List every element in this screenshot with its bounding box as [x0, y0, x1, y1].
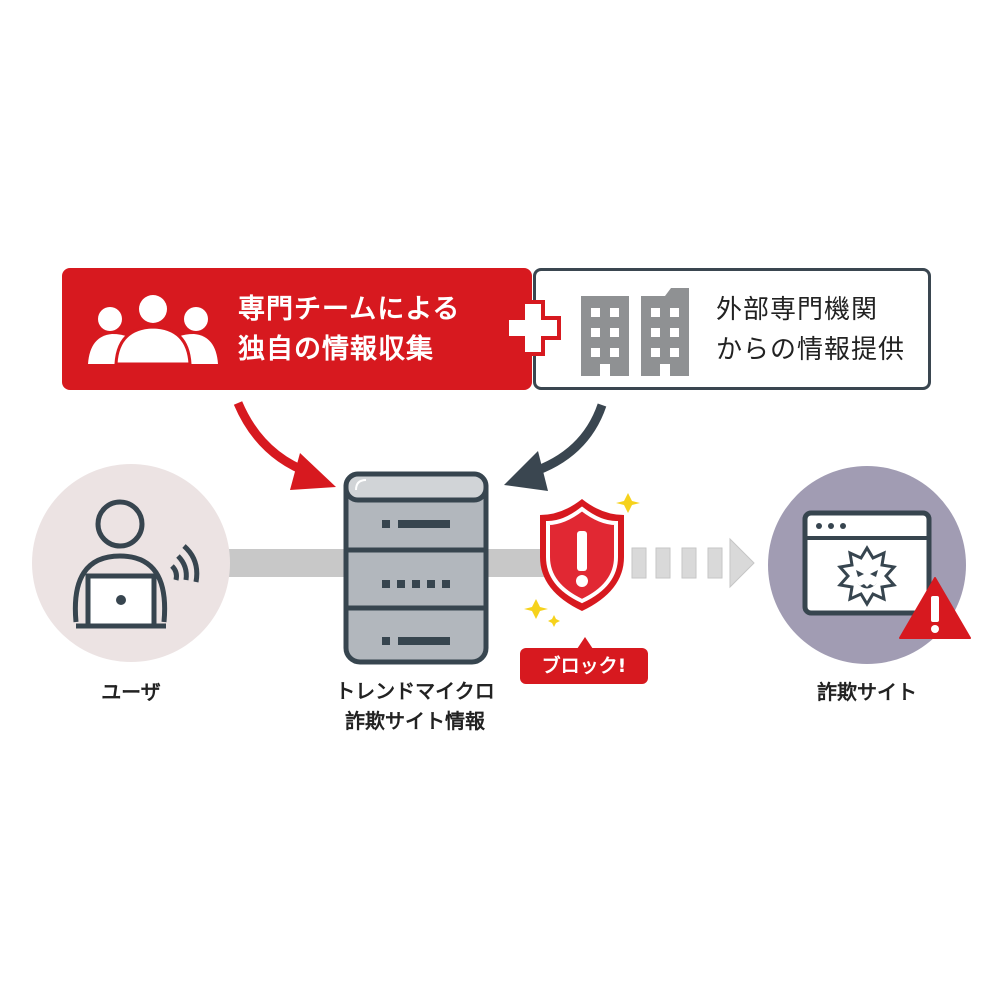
buildings-icon: [581, 288, 689, 376]
team-icon: [88, 295, 218, 366]
external-source-box: 外部専門機関 からの情報提供: [533, 268, 931, 390]
user-laptop-icon: [72, 499, 200, 629]
user-label: ユーザ: [101, 680, 161, 704]
blocked-flow-arrow-icon: [631, 537, 755, 589]
external-flow-arrow-icon: [504, 403, 607, 491]
scam-site-node: [768, 466, 966, 664]
user-node: [32, 464, 230, 662]
scam-site-label: 詐欺サイト: [817, 680, 917, 704]
external-source-text: 外部専門機関 からの情報提供: [716, 290, 905, 370]
internal-source-line1: 専門チームによる: [238, 294, 461, 325]
internal-source-text: 専門チームによる 独自の情報収集: [238, 290, 460, 370]
block-badge: ブロック!: [520, 637, 648, 684]
internal-flow-arrow-icon: [233, 401, 336, 490]
database-label-line2: 詐欺サイト情報: [345, 709, 485, 733]
malicious-browser-icon: [802, 510, 932, 616]
internal-source-line2: 独自の情報収集: [238, 334, 434, 365]
external-source-line1: 外部専門機関: [716, 295, 879, 325]
shield-warning-icon: [524, 493, 640, 627]
internal-source-box: 専門チームによる 独自の情報収集: [62, 268, 532, 390]
plus-icon: [505, 300, 561, 356]
external-source-line2: からの情報提供: [716, 335, 906, 365]
database-label: トレンドマイクロ 詐欺サイト情報: [310, 676, 520, 736]
warning-triangle-icon: [899, 577, 971, 639]
server-icon: [343, 471, 489, 665]
database-label-line1: トレンドマイクロ: [335, 679, 495, 703]
